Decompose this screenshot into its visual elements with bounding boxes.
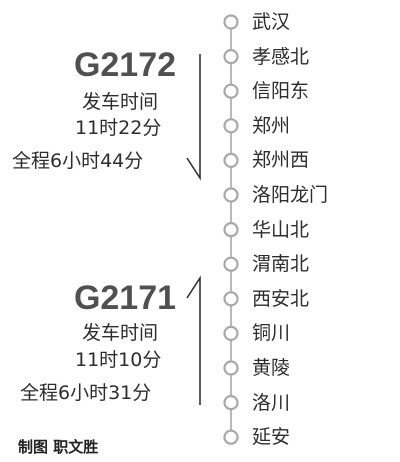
station-marker [223, 325, 239, 341]
station-marker [223, 360, 239, 376]
station-label: 洛阳龙门 [252, 184, 329, 206]
station-marker [223, 14, 239, 30]
depart-time: 11时22分 [75, 117, 162, 139]
station-label: 郑州西 [252, 149, 310, 172]
train-code: G2172 [73, 46, 177, 84]
train-code: G2171 [73, 279, 177, 317]
depart-time: 11时10分 [75, 349, 162, 371]
depart-label: 发车时间 [82, 322, 159, 344]
station-marker [223, 222, 239, 238]
station-label: 孝感北 [252, 45, 310, 68]
station-marker [223, 291, 239, 307]
direction-arrow-down [186, 54, 201, 181]
station-label: 洛川 [252, 391, 291, 414]
station-label: 信阳东 [252, 80, 310, 103]
direction-arrow-up [186, 275, 201, 405]
station-label: 郑州 [252, 114, 291, 137]
trip-duration: 全程6小时44分 [12, 150, 144, 172]
station-marker [223, 48, 239, 65]
station-marker [223, 118, 239, 134]
station-marker [223, 83, 239, 99]
trip-duration: 全程6小时31分 [20, 382, 152, 404]
station-label: 渭南北 [252, 253, 310, 276]
station-marker [223, 187, 239, 203]
station-marker [223, 429, 239, 445]
station-label: 延安 [252, 426, 291, 449]
station-label: 武汉 [252, 11, 291, 33]
station-marker [223, 395, 239, 411]
station-label: 黄陵 [252, 357, 291, 379]
station-label: 铜川 [252, 322, 291, 345]
map-credit: 制图 职文胜 [18, 438, 99, 456]
depart-label: 发车时间 [82, 91, 159, 113]
station-label: 华山北 [252, 218, 310, 241]
station-label: 西安北 [252, 287, 310, 310]
station-marker [223, 256, 239, 272]
station-marker [223, 152, 239, 168]
